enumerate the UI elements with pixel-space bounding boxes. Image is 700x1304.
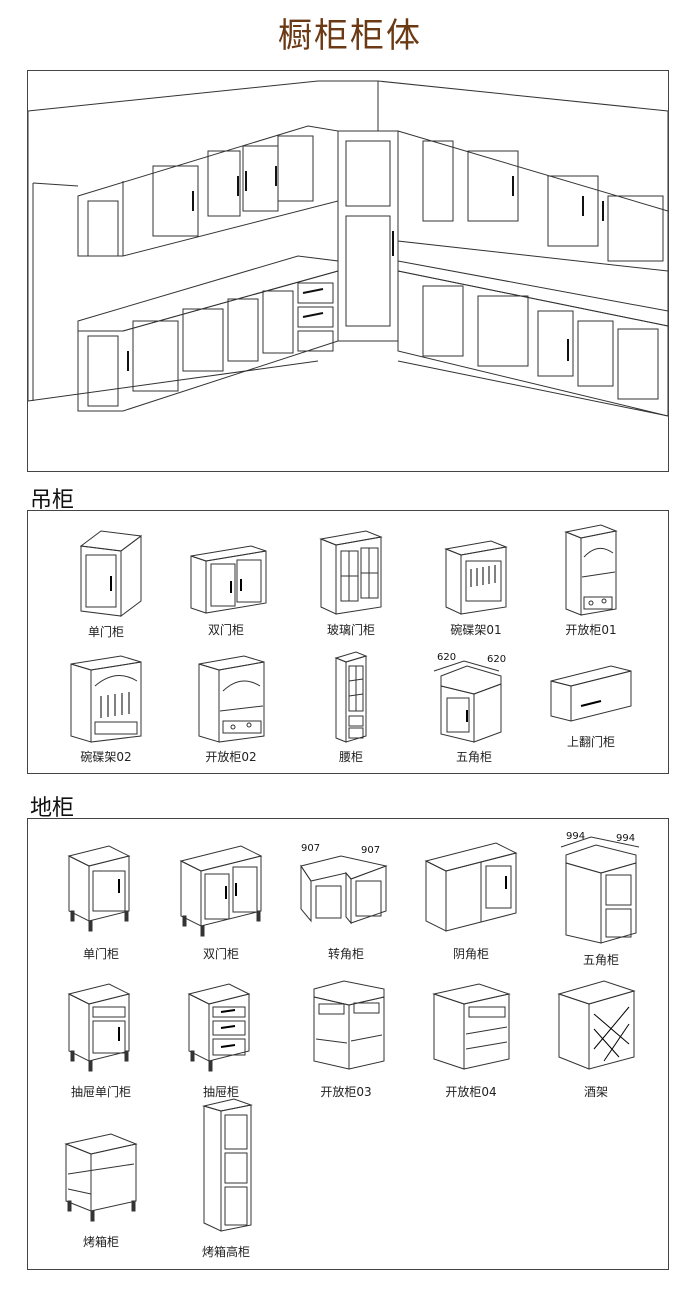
base-item-drawer-single-door: 抽屉单门柜 <box>43 969 159 1100</box>
item-label: 开放柜04 <box>445 1085 497 1099</box>
wall-item-pentagon: 620 620 五角柜 <box>416 646 532 765</box>
base-item-oven-tall: 烤箱高柜 <box>168 1091 284 1260</box>
item-label: 腰柜 <box>338 750 363 764</box>
base-cabinet-heading: 地柜 <box>30 796 75 821</box>
wall-item-dish-rack-01: 碗碟架01 <box>418 529 534 638</box>
item-label: 单门柜 <box>82 947 119 961</box>
dim-label: 620 <box>487 654 506 665</box>
wall-item-dish-rack-02: 碗碟架02 <box>48 646 164 765</box>
item-label: 五角柜 <box>455 750 492 764</box>
item-label: 单门柜 <box>87 625 124 639</box>
kitchen-layout-illustration <box>27 70 669 472</box>
dim-label: 907 <box>301 843 320 854</box>
item-label: 开放柜01 <box>565 623 617 637</box>
item-label: 烤箱柜 <box>82 1235 119 1249</box>
item-label: 开放柜03 <box>320 1085 372 1099</box>
item-label: 抽屉柜 <box>202 1085 239 1099</box>
base-item-wine-rack: 酒架 <box>538 969 654 1100</box>
item-label: 玻璃门柜 <box>326 623 375 637</box>
item-label: 碗碟架01 <box>450 623 502 637</box>
item-label: 开放柜02 <box>205 750 257 764</box>
base-item-single-door: 单门柜 <box>43 831 159 962</box>
wall-item-double-door: 双门柜 <box>168 531 284 638</box>
wall-item-glass-door: 玻璃门柜 <box>293 519 409 638</box>
base-item-open-03: 开放柜03 <box>288 969 404 1100</box>
base-cabinet-panel: 单门柜 双门柜 907 907 转角柜 <box>27 818 669 1270</box>
base-item-corner: 907 907 转角柜 <box>288 831 404 962</box>
item-label: 烤箱高柜 <box>201 1245 250 1259</box>
dim-label: 907 <box>361 845 380 856</box>
item-label: 阴角柜 <box>452 947 489 961</box>
base-item-open-04: 开放柜04 <box>413 969 529 1100</box>
item-label: 酒架 <box>583 1085 608 1099</box>
dim-label: 994 <box>566 831 585 842</box>
page-title: 橱柜柜体 <box>278 16 422 56</box>
base-item-drawer: 抽屉柜 <box>163 969 279 1100</box>
item-label: 转角柜 <box>327 947 364 961</box>
item-label: 五角柜 <box>582 953 619 967</box>
item-label: 双门柜 <box>202 947 239 961</box>
dim-label: 994 <box>616 833 635 844</box>
wall-item-single-door: 单门柜 <box>48 521 164 640</box>
base-item-double-door: 双门柜 <box>163 831 279 962</box>
base-item-oven: 烤箱柜 <box>43 1119 159 1250</box>
item-label: 双门柜 <box>207 623 244 637</box>
base-item-pentagon: 994 994 五角柜 <box>543 825 659 968</box>
item-label: 抽屉单门柜 <box>70 1085 131 1099</box>
wall-item-open-02: 开放柜02 <box>173 646 289 765</box>
item-label: 碗碟架02 <box>80 750 132 764</box>
base-item-inner-corner: 阴角柜 <box>413 831 529 962</box>
wall-item-open-01: 开放柜01 <box>533 517 649 638</box>
item-label: 上翻门柜 <box>566 735 615 749</box>
dim-label: 620 <box>437 652 456 663</box>
wall-cabinet-panel: 单门柜 双门柜 玻璃门柜 <box>27 510 669 774</box>
wall-cabinet-heading: 吊柜 <box>30 488 75 513</box>
wall-item-lift-up: 上翻门柜 <box>533 651 649 750</box>
wall-item-waist-cabinet: 腰柜 <box>293 646 409 765</box>
